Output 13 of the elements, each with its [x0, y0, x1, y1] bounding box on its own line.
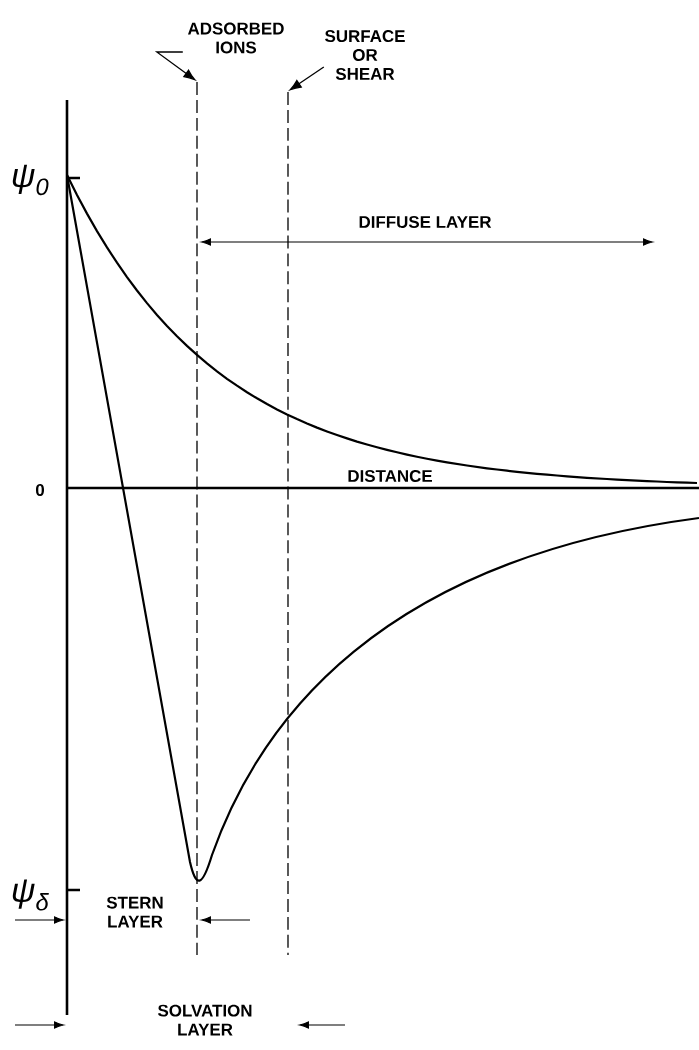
- axis-symbol: ψ$_{δ}$: [12, 879, 49, 911]
- dimension-label: STERN LAYER: [106, 896, 163, 928]
- leader-label: ADSORBED IONS: [187, 22, 284, 54]
- leader-line: [154, 51, 196, 81]
- dashed-line: [196, 81, 198, 956]
- leader-line: [289, 66, 325, 91]
- dimension-label: DIFFUSE LAYER: [359, 216, 492, 228]
- axis-symbol: ψ$_{0}$: [12, 164, 49, 196]
- dimension-label: SOLVATION LAYER: [157, 1004, 252, 1036]
- axis-label: DISTANCE: [346, 469, 434, 483]
- axis-label: 0: [35, 484, 44, 496]
- leader-label: SURFACE OR SHEAR: [325, 30, 405, 80]
- dashed-line: [287, 91, 289, 956]
